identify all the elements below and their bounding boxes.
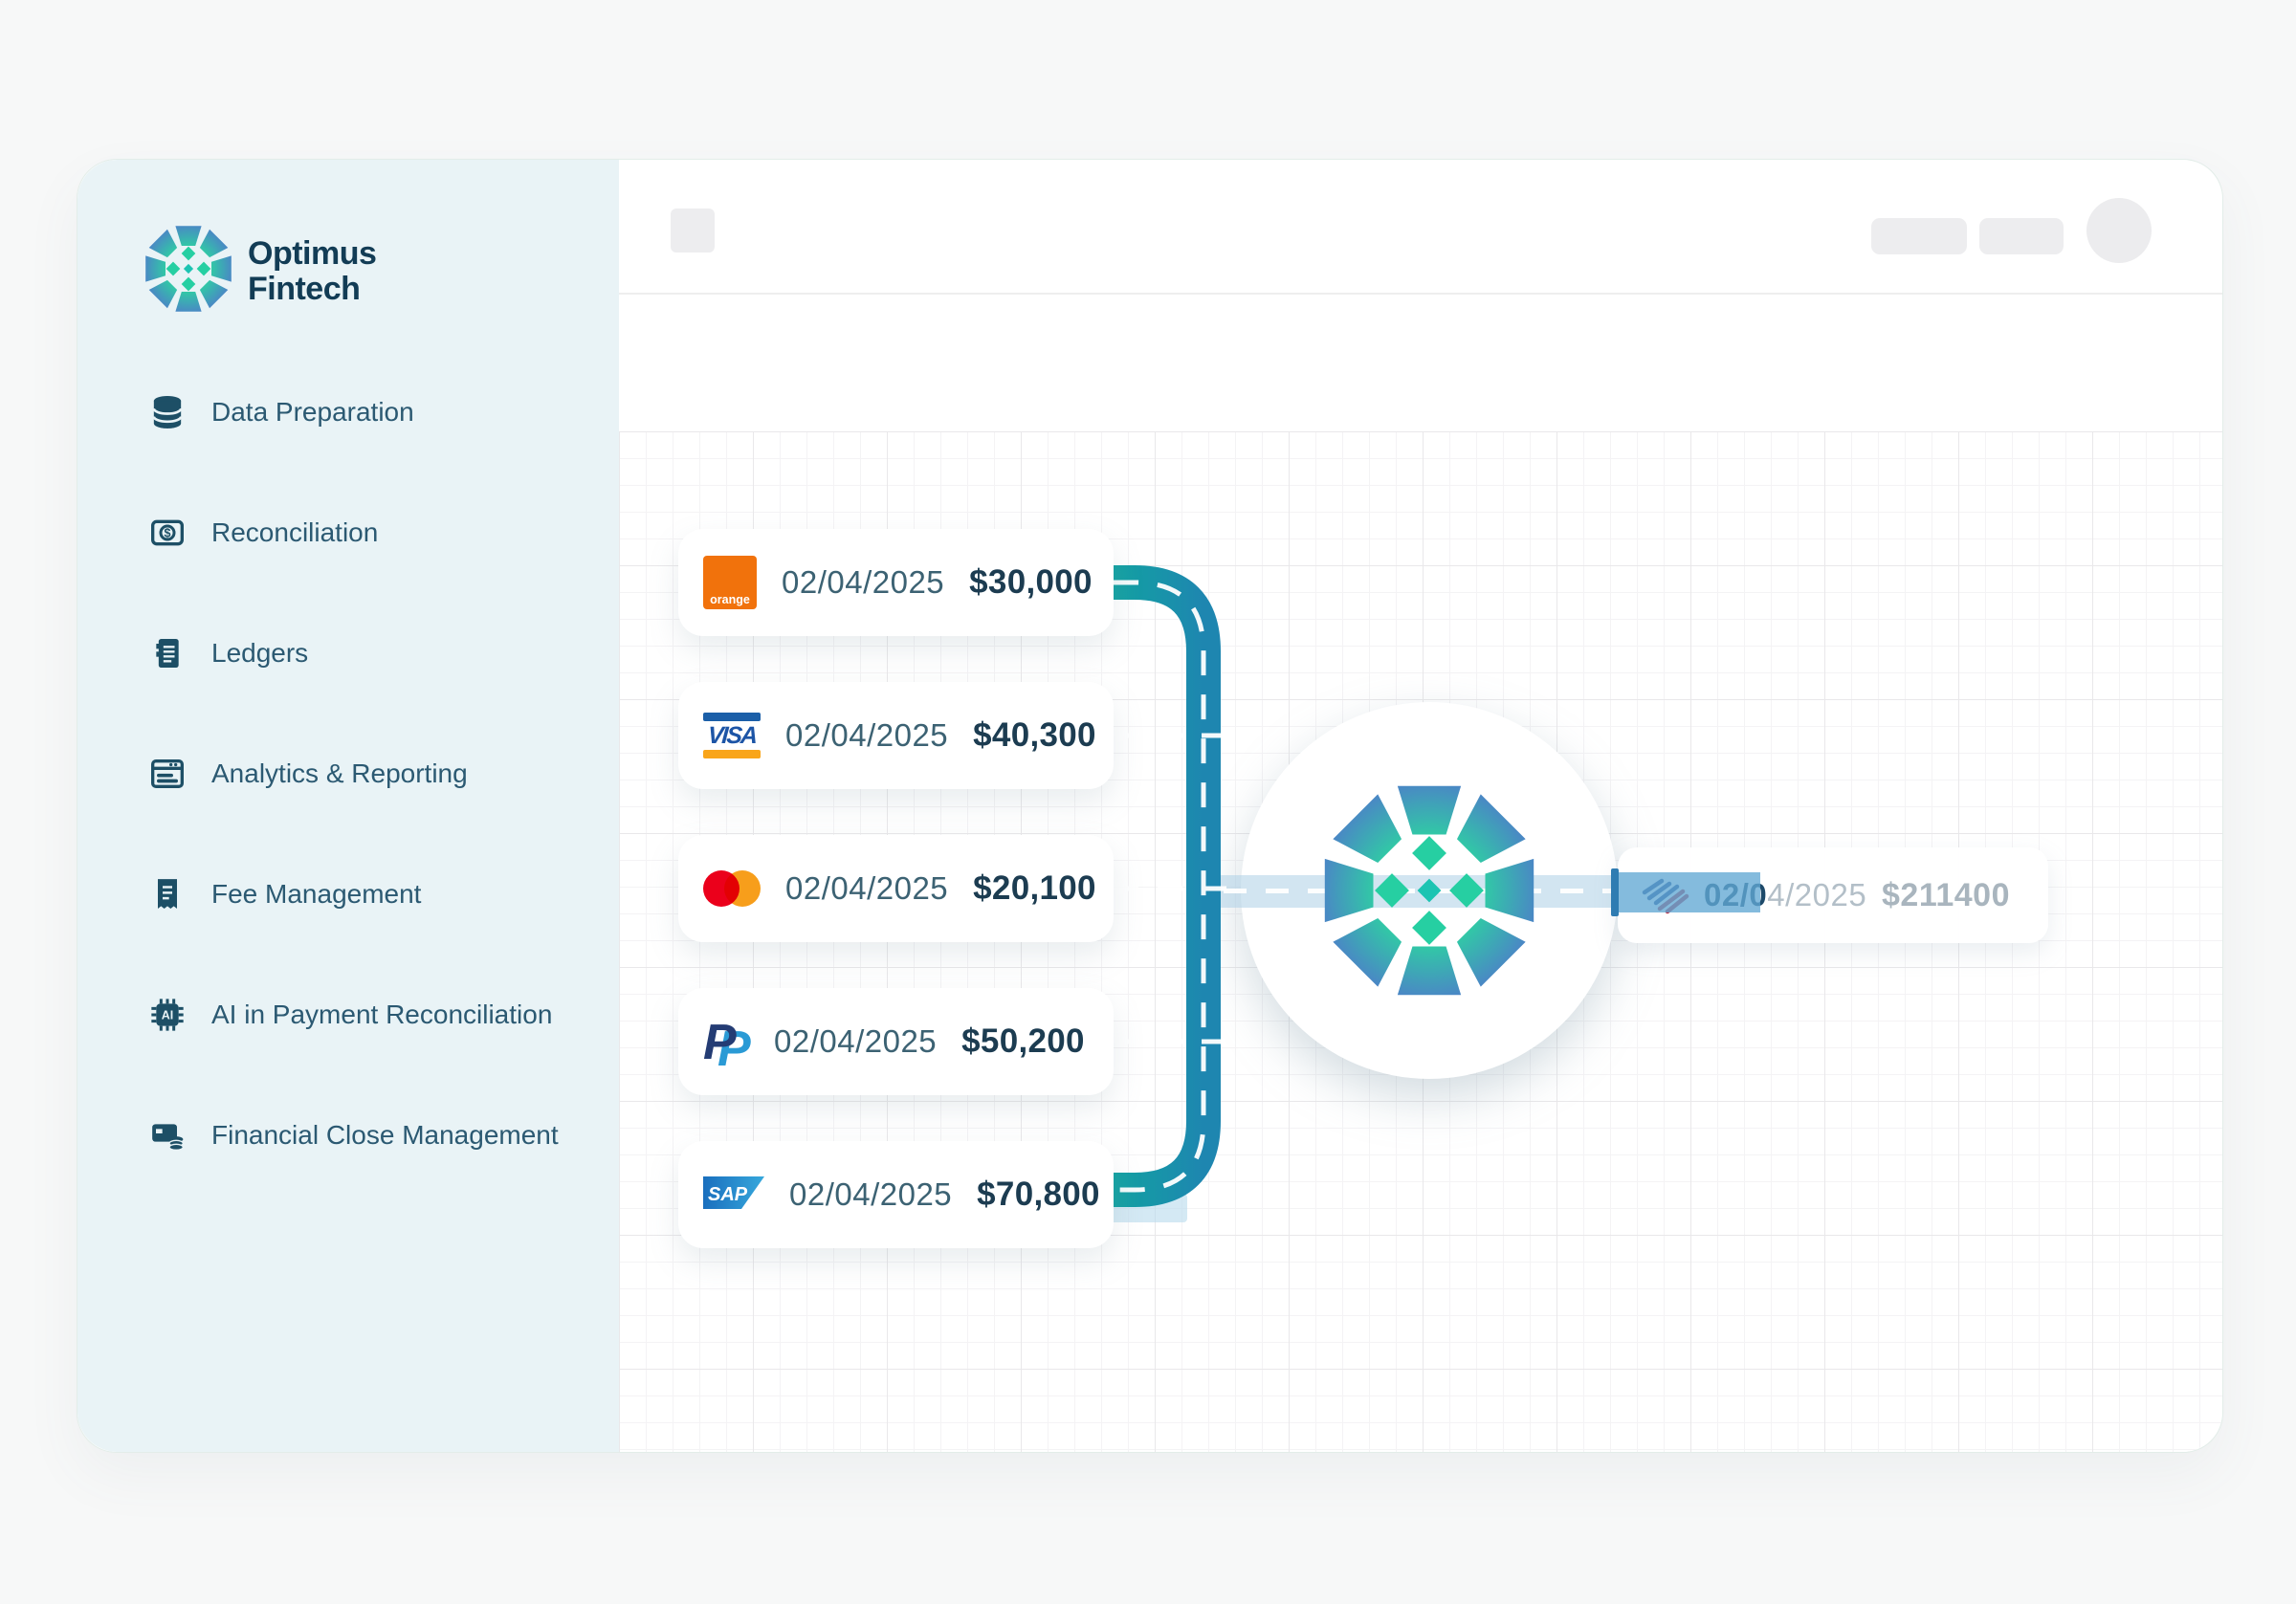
topbar-divider	[619, 293, 2222, 295]
output-amount: $211400	[1882, 876, 2010, 913]
svg-text:SAP: SAP	[708, 1184, 748, 1205]
txn-amount: $40,300	[973, 716, 1096, 754]
reconciliation-icon: $	[148, 514, 187, 552]
paypal-p-light: P	[718, 1022, 751, 1077]
sidebar-item-data-preparation[interactable]: Data Preparation	[148, 383, 600, 442]
sidebar-menu: Data Preparation $ Reconciliation	[148, 383, 600, 1226]
txn-date: 02/04/2025	[782, 564, 945, 600]
output-highlight-edge	[1611, 868, 1619, 916]
sidebar-item-label: Reconciliation	[211, 517, 379, 547]
brand-line1: Optimus	[248, 234, 377, 272]
ledger-icon	[148, 634, 187, 672]
brand-name: Optimus Fintech	[248, 234, 377, 307]
hub-optimus-logo-icon	[1317, 779, 1541, 1002]
avatar[interactable]	[2086, 198, 2152, 263]
app-window: Optimus Fintech Data Preparation	[77, 159, 2223, 1453]
topbar-nav-placeholder-2	[1979, 218, 2064, 254]
sap-logo: SAP	[703, 1176, 764, 1214]
txn-amount: $30,000	[969, 563, 1093, 601]
financial-close-icon	[148, 1116, 187, 1154]
txn-date: 02/04/2025	[785, 717, 949, 753]
svg-text:AI: AI	[162, 1009, 174, 1022]
paypal-p-dark: P	[703, 1015, 737, 1070]
sidebar-item-label: Ledgers	[211, 638, 309, 668]
sidebar-item-label: Fee Management	[211, 879, 422, 909]
optimus-logo-icon	[143, 223, 234, 319]
orange-logo-word: orange	[710, 593, 750, 606]
txn-date: 02/04/2025	[789, 1176, 953, 1212]
topbar-nav-placeholder-1	[1871, 218, 1967, 254]
sidebar-item-reconciliation[interactable]: $ Reconciliation	[148, 503, 600, 562]
sidebar-item-fee-management[interactable]: Fee Management	[148, 865, 600, 924]
sidebar-item-label: Data Preparation	[211, 397, 414, 427]
txn-amount: $50,200	[961, 1022, 1085, 1060]
txn-date: 02/04/2025	[774, 1023, 938, 1059]
svg-text:$: $	[165, 526, 171, 539]
payment-card-visa: VISA 02/04/2025 $40,300	[678, 682, 1114, 789]
txn-date: 02/04/2025	[785, 870, 949, 906]
sidebar-item-label: Analytics & Reporting	[211, 758, 468, 788]
visa-bottom-bar	[703, 750, 761, 758]
txn-amount: $20,100	[973, 869, 1096, 907]
database-icon	[148, 393, 187, 431]
sidebar-item-analytics-reporting[interactable]: Analytics & Reporting	[148, 744, 600, 803]
brand: Optimus Fintech	[143, 223, 377, 319]
fee-icon	[148, 875, 187, 913]
sidebar-item-label: Financial Close Management	[211, 1120, 559, 1150]
brand-line2: Fintech	[248, 270, 361, 307]
sidebar-item-label: AI in Payment Reconciliation	[211, 1000, 553, 1029]
visa-logo: VISA	[703, 713, 761, 758]
mastercard-red-circle	[703, 870, 740, 907]
sidebar-item-ai-payment-reconciliation[interactable]: AI AI in Payment Reconciliation	[148, 985, 600, 1044]
sidebar: Optimus Fintech Data Preparation	[77, 160, 619, 1452]
paypal-logo: P P	[703, 1014, 751, 1077]
payment-card-mastercard: 02/04/2025 $20,100	[678, 835, 1114, 942]
output-highlight-band	[1617, 872, 1760, 912]
payment-card-sap: SAP 02/04/2025 $70,800	[678, 1141, 1114, 1248]
payment-card-orange: orange 02/04/2025 $30,000	[678, 529, 1114, 636]
visa-top-bar	[703, 713, 761, 721]
sidebar-item-financial-close-management[interactable]: Financial Close Management	[148, 1106, 600, 1165]
sidebar-item-ledgers[interactable]: Ledgers	[148, 624, 600, 683]
analytics-icon	[148, 755, 187, 793]
txn-amount: $70,800	[977, 1176, 1100, 1213]
payment-card-paypal: P P 02/04/2025 $50,200	[678, 988, 1114, 1095]
topbar-logo-placeholder	[671, 209, 715, 253]
ai-chip-icon: AI	[148, 996, 187, 1034]
output-date-rest: 4/2025	[1767, 877, 1867, 912]
mastercard-logo	[703, 870, 761, 907]
visa-logo-word: VISA	[706, 722, 758, 749]
orange-logo: orange	[703, 556, 757, 609]
